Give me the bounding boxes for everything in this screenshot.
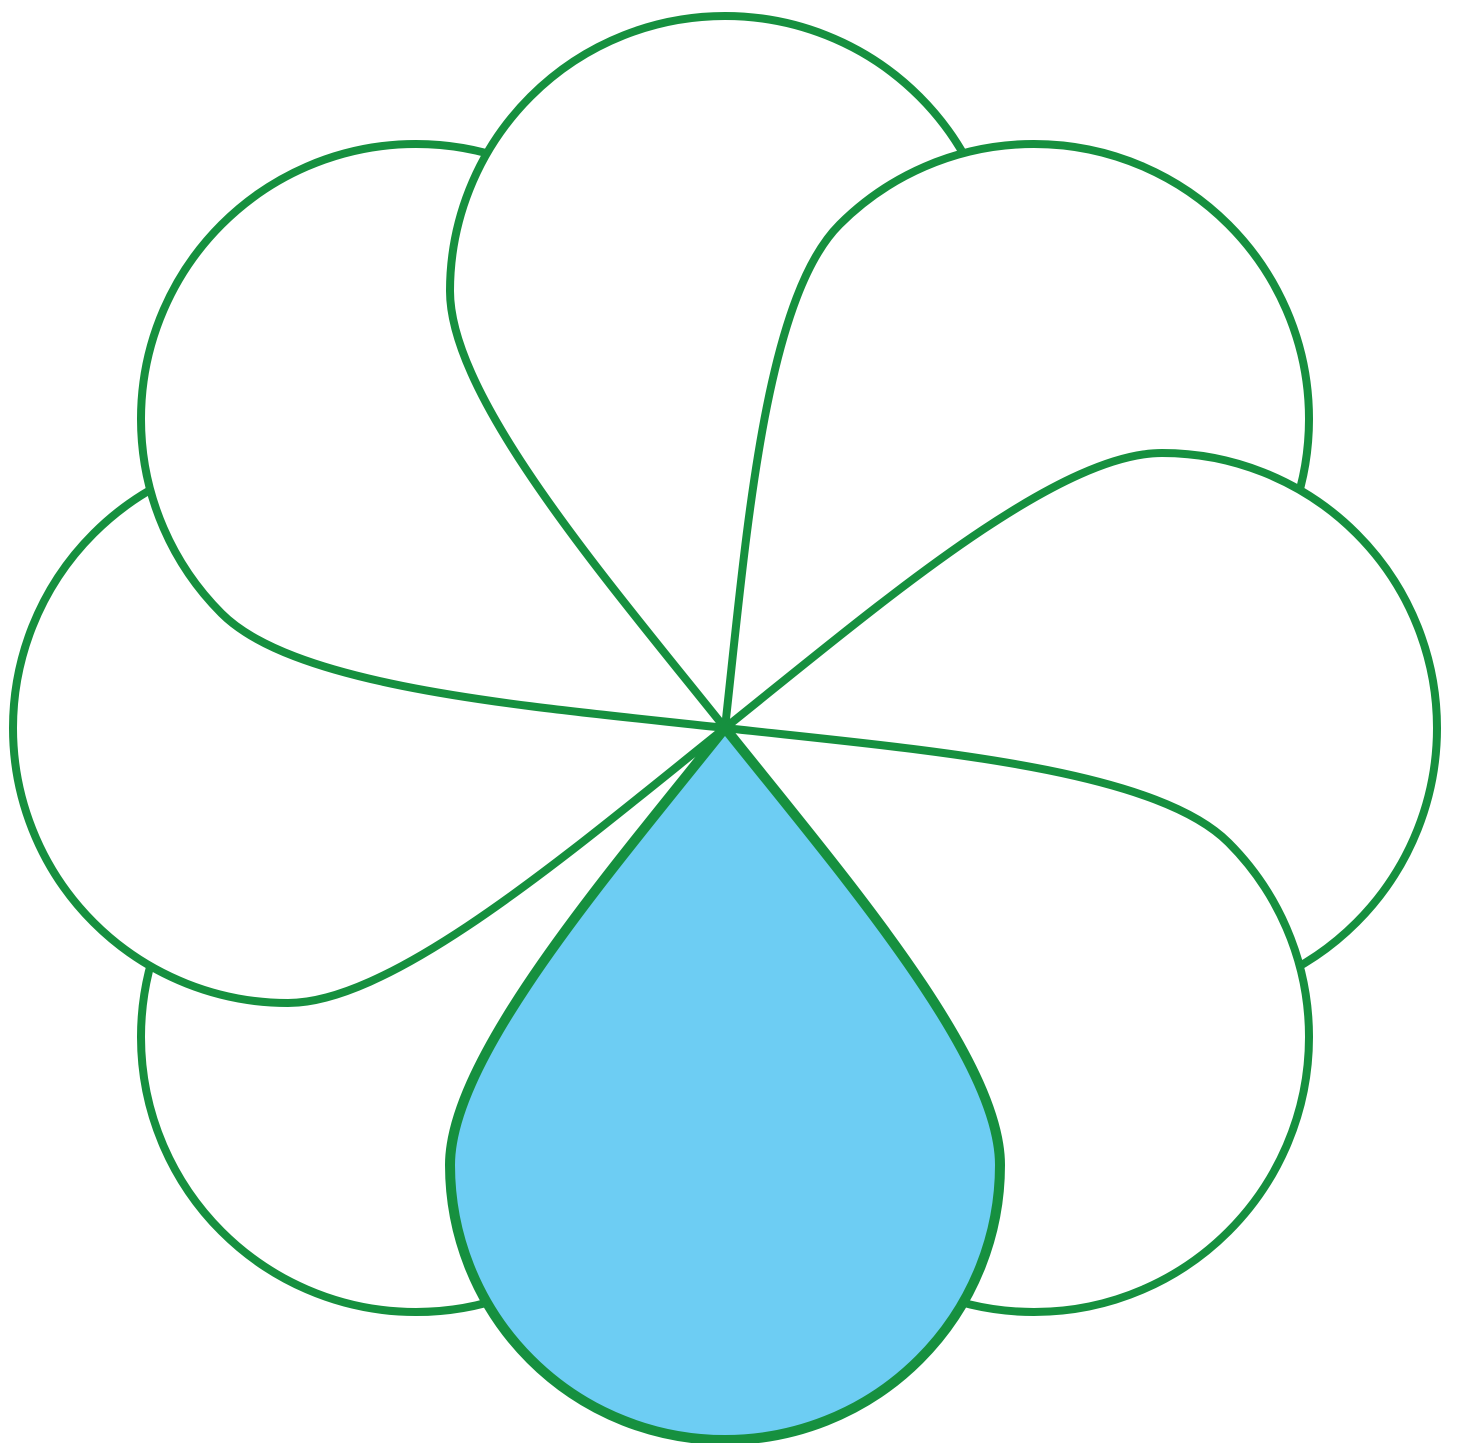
petals-group: [13, 16, 1437, 1440]
